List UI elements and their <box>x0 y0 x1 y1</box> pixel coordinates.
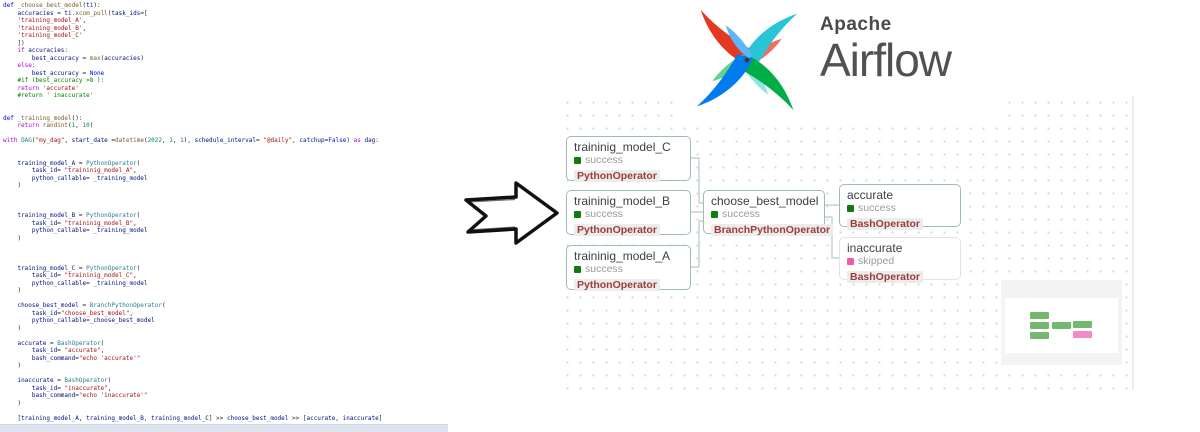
status-square-icon <box>574 210 581 218</box>
status-square-icon <box>574 156 581 164</box>
minimap-task-bar <box>1030 322 1049 329</box>
task-node-traininig-model-b[interactable]: traininig_model_B success PythonOperator <box>566 190 691 236</box>
task-status-row: success <box>574 263 683 275</box>
task-status-row: skipped <box>847 255 953 267</box>
editor-horizontal-scrollbar[interactable] <box>0 424 448 432</box>
airflow-logo: Apache Airflow <box>820 14 952 86</box>
status-square-icon <box>847 257 854 265</box>
minimap-task-bar <box>1030 312 1049 319</box>
task-title: traininig_model_B <box>574 194 671 208</box>
task-node-accurate[interactable]: accurate success BashOperator <box>839 184 961 230</box>
logo-airflow-text: Airflow <box>820 34 952 86</box>
status-square-icon <box>711 210 718 218</box>
arrow-icon <box>464 181 559 245</box>
task-status-row: success <box>574 154 683 166</box>
operator-badge: PythonOperator <box>574 170 660 182</box>
logo-backdrop <box>676 0 1008 120</box>
graph-scrollbar[interactable] <box>1132 96 1134 390</box>
graph-minimap[interactable] <box>1001 280 1122 365</box>
operator-badge: BranchPythonOperator <box>711 224 834 236</box>
airflow-pinwheel-icon <box>696 9 798 111</box>
task-status-row: success <box>847 202 953 214</box>
status-label: skipped <box>858 254 895 267</box>
operator-badge: BashOperator <box>847 271 924 283</box>
status-label: success <box>858 201 896 214</box>
operator-badge: PythonOperator <box>574 279 660 291</box>
minimap-task-bar <box>1030 332 1049 339</box>
minimap-viewport <box>1005 298 1118 353</box>
task-title: accurate <box>847 188 894 202</box>
status-label: success <box>585 262 623 275</box>
minimap-task-bar <box>1073 321 1092 328</box>
task-status-row: success <box>574 208 683 220</box>
dag-python-code: def _choose_best_model(ti): accuracies =… <box>3 2 383 422</box>
task-title: traininig_model_A <box>574 249 671 263</box>
status-label: success <box>585 153 623 166</box>
task-node-choose-best-model[interactable]: choose_best_model success BranchPythonOp… <box>703 190 834 236</box>
operator-badge: PythonOperator <box>574 224 660 236</box>
code-editor-panel[interactable]: def _choose_best_model(ti): accuracies =… <box>0 0 448 432</box>
task-node-traininig-model-a[interactable]: traininig_model_A success PythonOperator <box>566 245 691 291</box>
minimap-task-bar <box>1052 322 1071 329</box>
logo-apache-text: Apache <box>820 14 892 35</box>
minimap-task-bar-skipped <box>1073 331 1092 338</box>
status-square-icon <box>574 265 581 273</box>
status-label: success <box>585 207 623 220</box>
task-status-row: success <box>711 208 817 220</box>
task-title: traininig_model_C <box>574 140 671 154</box>
task-node-inaccurate[interactable]: inaccurate skipped BashOperator <box>839 237 961 283</box>
task-title: choose_best_model <box>711 194 819 208</box>
task-title: inaccurate <box>847 241 903 255</box>
operator-badge: BashOperator <box>847 218 924 230</box>
status-label: success <box>722 207 760 220</box>
status-square-icon <box>847 204 854 212</box>
task-node-traininig-model-c[interactable]: traininig_model_C success PythonOperator <box>566 136 691 182</box>
